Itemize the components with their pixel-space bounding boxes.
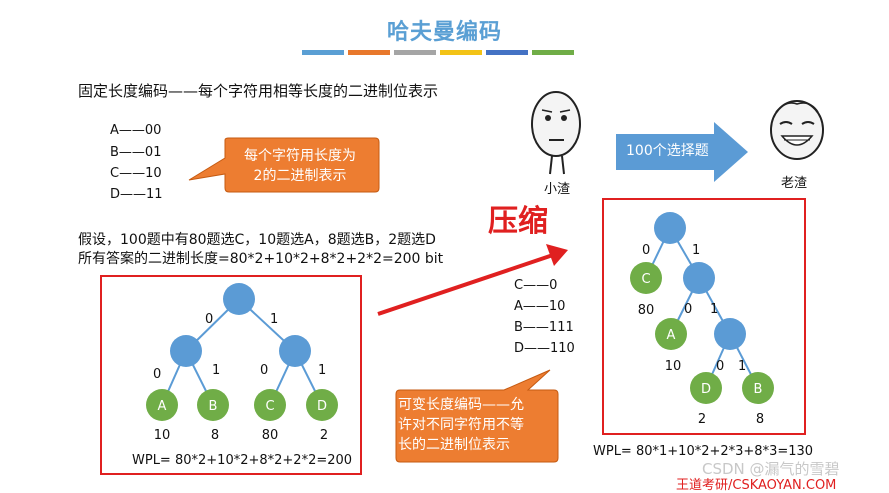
fixed-edge-label: 1 [270, 312, 278, 327]
variable-internal-node-2 [714, 318, 746, 350]
fixed-leaf-weight: 80 [262, 428, 279, 443]
variable-leaf-weight: 10 [665, 359, 682, 374]
fixed-edge-label: 1 [212, 363, 220, 378]
laughing-face-icon [770, 100, 824, 160]
variable-leaf-weight: 8 [756, 412, 764, 427]
var-code-c: C——0 [514, 278, 558, 293]
variable-tree-box [602, 198, 806, 435]
variable-leaf-c [630, 262, 662, 294]
assumption-line-1: 假设，100题中有80题选C，10题选A，8题选B，2题选D [78, 232, 436, 248]
compress-label: 压缩 [488, 204, 548, 239]
fixed-leaf-weight: 2 [320, 428, 328, 443]
fixed-leaf-label: A [158, 399, 167, 414]
fixed-internal-node-left [170, 335, 202, 367]
variable-wpl: WPL= 80*1+10*2+2*3+8*3=130 [593, 444, 814, 459]
fixed-internal-node-right [279, 335, 311, 367]
var-code-a: A——10 [514, 299, 566, 314]
variable-leaf-d [690, 372, 722, 404]
straight-face-icon [531, 91, 581, 175]
variable-edge-label: 0 [684, 302, 692, 317]
fixed-code-a: A——00 [110, 123, 162, 138]
blue-arrow [616, 122, 748, 182]
var-code-b: B——111 [514, 320, 574, 335]
fixed-wpl: WPL= 80*2+10*2+8*2+2*2=200 [132, 453, 352, 468]
callout-fixed [188, 137, 380, 193]
fixed-leaf-label: C [265, 399, 274, 414]
fixed-code-c: C——10 [110, 166, 162, 181]
title-stripe-2 [348, 50, 390, 55]
title-stripe-4 [440, 50, 482, 55]
fixed-leaf-c [254, 389, 286, 421]
fixed-leaf-label: D [317, 399, 327, 414]
variable-huffman-tree: 0 1 0 1 0 1 C A D B 80 10 2 8 [630, 212, 774, 427]
fixed-edge-label: 0 [260, 363, 268, 378]
variable-leaf-label: A [667, 328, 676, 343]
page-title: 哈夫曼编码 [386, 20, 502, 45]
callout-var-line1: 可变长度编码——允 [398, 397, 524, 413]
callout-var-line2: 许对不同字符用不等 [398, 417, 524, 433]
variable-leaf-a [655, 318, 687, 350]
callout-fixed-text: 每个字符用长度为 2的二进制表示 [225, 146, 375, 186]
variable-leaf-label: D [701, 382, 711, 397]
compress-arrow [377, 244, 568, 316]
variable-edge-label: 1 [738, 359, 746, 374]
fixed-edge-label: 1 [318, 363, 326, 378]
fixed-leaf-weight: 10 [154, 428, 171, 443]
fixed-edge-label: 0 [205, 312, 213, 327]
watermark: CSDN @漏气的雪碧 [702, 460, 840, 478]
title-stripe-6 [532, 50, 574, 55]
variable-edge-label: 1 [710, 302, 718, 317]
variable-edge-label: 1 [692, 243, 700, 258]
arrow-label: 100个选择题 [626, 143, 709, 159]
callout-variable-text: 可变长度编码——允 许对不同字符用不等 长的二进制位表示 [398, 395, 558, 455]
title-stripe-5 [486, 50, 528, 55]
fixed-huffman-tree: 0 1 0 1 0 1 A B C D 10 8 80 2 WPL= 80*2+… [132, 283, 352, 468]
fixed-edge-label: 0 [153, 367, 161, 382]
fixed-leaf-a [146, 389, 178, 421]
fixed-heading: 固定长度编码——每个字符用相等长度的二进制位表示 [78, 82, 439, 100]
variable-leaf-weight: 2 [698, 412, 706, 427]
variable-leaf-label: B [754, 382, 763, 397]
variable-leaf-label: C [641, 272, 650, 287]
footer-brand: 王道考研/CSKAOYAN.COM [676, 478, 837, 493]
fixed-code-b: B——01 [110, 145, 162, 160]
variable-edge-label: 0 [642, 243, 650, 258]
callout-var-line3: 长的二进制位表示 [398, 437, 510, 453]
fixed-tree-box [100, 275, 362, 475]
face-left-label: 小渣 [544, 182, 571, 197]
face-right-label: 老渣 [781, 176, 808, 191]
var-code-d: D——110 [514, 341, 575, 356]
callout-fixed-line1: 每个字符用长度为 [244, 148, 356, 164]
assumption-line-2: 所有答案的二进制长度=80*2+10*2+8*2+2*2=200 bit [78, 251, 444, 267]
fixed-leaf-label: B [209, 399, 218, 414]
fixed-root-node [223, 283, 255, 315]
variable-internal-node-1 [683, 262, 715, 294]
fixed-leaf-b [197, 389, 229, 421]
callout-variable [395, 369, 559, 463]
variable-edge-label: 0 [716, 359, 724, 374]
title-stripe-1 [302, 50, 344, 55]
title-stripe-3 [394, 50, 436, 55]
fixed-leaf-weight: 8 [211, 428, 219, 443]
variable-root-node [654, 212, 686, 244]
variable-leaf-weight: 80 [638, 303, 655, 318]
fixed-leaf-d [306, 389, 338, 421]
callout-fixed-line2: 2的二进制表示 [253, 168, 347, 184]
fixed-code-d: D——11 [110, 187, 163, 202]
variable-leaf-b [742, 372, 774, 404]
